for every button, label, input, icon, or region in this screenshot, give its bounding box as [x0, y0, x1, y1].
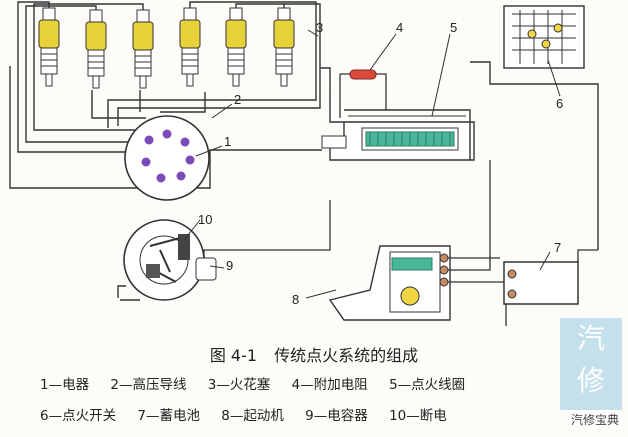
watermark-badge: 汽 修	[560, 318, 622, 410]
legend-item: 1—电器	[40, 377, 90, 393]
legend-item: 8—起动机	[221, 408, 284, 424]
ignition-switch	[470, 5, 599, 250]
starter-motor	[328, 160, 504, 321]
spark-plug-3	[132, 9, 154, 89]
callout-2: 2	[234, 92, 242, 107]
figure-caption: 图 4-1 传统点火系统的组成	[0, 342, 628, 366]
callout-10: 10	[198, 212, 213, 227]
spark-plug-4	[179, 7, 201, 87]
spark-plugs	[38, 7, 295, 89]
high-voltage-wires	[9, 1, 322, 189]
legend-row-1: 1—电器 2—高压导线 3—火花塞 4—附加电阻 5—点火线圈	[40, 373, 600, 393]
spark-plug-1	[38, 7, 60, 87]
ignition-coil	[320, 67, 475, 161]
callout-leaders	[183, 29, 561, 299]
spark-plug-6	[273, 7, 295, 87]
watermark-char-1: 汽	[576, 322, 605, 355]
legend-item: 10—断电	[389, 408, 447, 424]
watermark-tag: 汽修宝典	[567, 410, 622, 429]
spark-plug-5	[225, 7, 247, 87]
callout-3: 3	[316, 20, 324, 35]
callout-1: 1	[224, 134, 232, 149]
callout-9: 9	[226, 258, 234, 273]
callout-5: 5	[450, 20, 458, 35]
breaker-and-condenser	[117, 200, 331, 301]
callout-7: 7	[554, 240, 562, 255]
callout-8: 8	[292, 292, 300, 307]
battery	[503, 249, 598, 326]
watermark-char-2: 修	[576, 364, 605, 397]
legend-item: 2—高压导线	[110, 377, 187, 393]
additional-resistor	[339, 69, 387, 118]
caption-number: 图 4-1	[209, 346, 258, 365]
callout-4: 4	[396, 20, 404, 35]
legend-item: 4—附加电阻	[291, 377, 368, 393]
legend-item: 5—点火线圈	[389, 377, 466, 393]
legend-row-2: 6—点火开关 7—蓄电池 8—起动机 9—电容器 10—断电	[40, 404, 600, 424]
legend-item: 3—火花塞	[207, 377, 271, 393]
legend-item: 9—电容器	[305, 408, 368, 424]
callout-6: 6	[556, 96, 564, 111]
spark-plug-2	[85, 9, 107, 89]
legend-item: 6—点火开关	[40, 408, 117, 424]
legend-item: 7—蓄电池	[137, 408, 200, 424]
caption-title: 传统点火系统的组成	[274, 346, 419, 365]
distributor	[124, 115, 210, 201]
